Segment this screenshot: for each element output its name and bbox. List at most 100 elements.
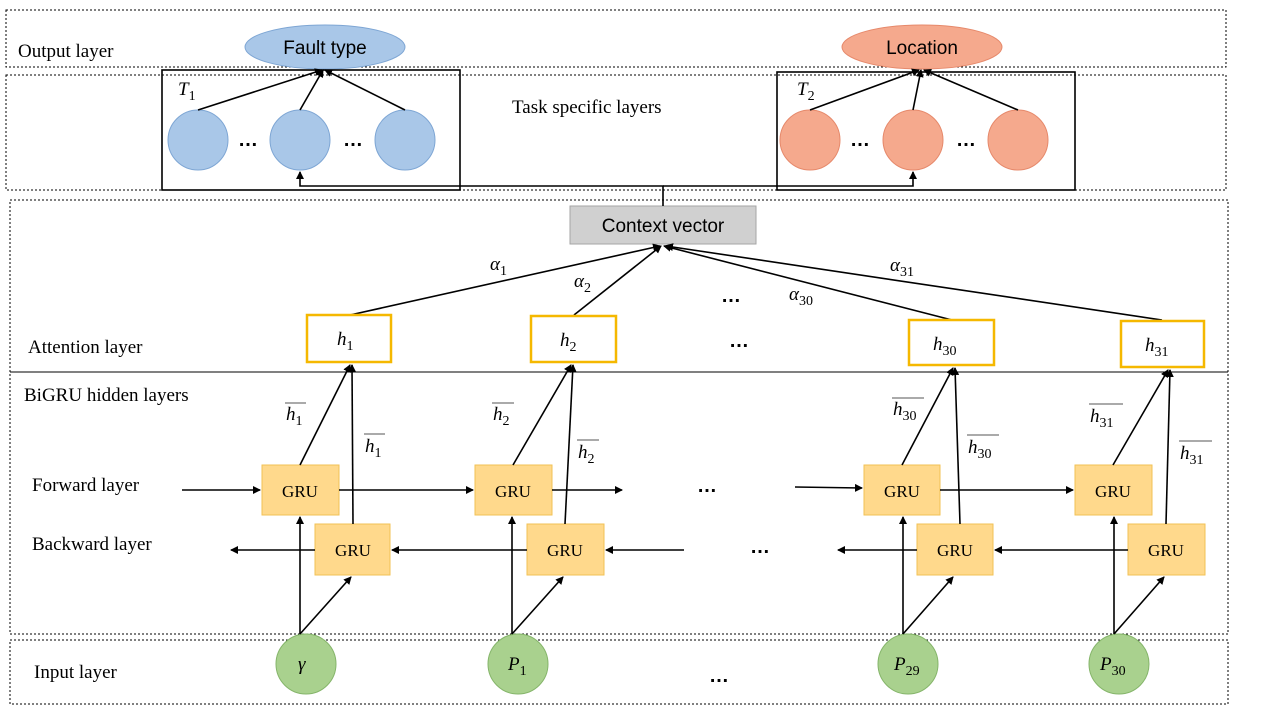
task1-ellipsis-1: …: [238, 129, 258, 151]
forward-gru-31-label: GRU: [1095, 482, 1131, 501]
hidden-ellipsis: …: [729, 330, 749, 352]
task2-ellipsis-1: …: [850, 129, 870, 151]
input-layer-frame: [9, 639, 1229, 705]
forward-gru-1-label: GRU: [282, 482, 318, 501]
input-label-p1: P1: [507, 654, 527, 679]
task1-node-3: [374, 109, 436, 171]
forward-gru-2-label: GRU: [495, 482, 531, 501]
backward-state-1: h1: [365, 436, 382, 461]
forward-ellipsis: …: [697, 475, 717, 497]
task2-edge-3: [923, 69, 1019, 111]
input-node-p30: [1088, 633, 1150, 695]
input-label-p29: P29: [893, 654, 920, 679]
input31-to-bwd: [1113, 576, 1165, 635]
forward-gru-30-label: GRU: [884, 482, 920, 501]
backward-ellipsis: …: [750, 536, 770, 558]
forward-gru-31: [1074, 464, 1153, 516]
context-to-task1: [296, 171, 664, 206]
task1-node-2: [269, 109, 331, 171]
input-node-p29: [877, 633, 939, 695]
backward-gru-31-label: GRU: [1148, 541, 1184, 560]
fwd-to-h2: [512, 364, 572, 466]
input30-to-bwd: [902, 576, 954, 635]
forward-gru-1: [261, 464, 340, 516]
input-node-p1: [487, 633, 549, 695]
bwd-to-h2: [564, 364, 577, 525]
attention-edge-30: [663, 243, 953, 321]
alpha-2: α2: [574, 271, 591, 296]
backward-state-31: h31: [1180, 443, 1204, 468]
location-label: Location: [886, 38, 958, 59]
input1-to-bwd: [299, 576, 352, 635]
attention-edge-31: [665, 243, 1163, 321]
task1-edge-2: [299, 69, 324, 111]
hidden-state-2: h2: [560, 330, 577, 355]
bigru-layer-frame: [9, 371, 1229, 635]
input-label-p30: P30: [1099, 654, 1126, 679]
hidden-state-box-1: [305, 313, 393, 364]
backward-state-30: h30: [968, 437, 992, 462]
forward-arrow-in-30: [794, 483, 863, 492]
task-layer-frame: [5, 74, 1227, 191]
forward-layer-label: Forward layer: [32, 475, 140, 496]
attention-edge-1: [349, 243, 661, 316]
backward-gru-2-label: GRU: [547, 541, 583, 560]
input-ellipsis: …: [709, 665, 729, 687]
attention-layer-frame: [9, 199, 1229, 373]
forward-state-31: h31: [1090, 406, 1114, 431]
backward-gru-2: [526, 523, 605, 576]
context-vector-box: [569, 205, 757, 245]
alpha-30: α30: [789, 284, 813, 309]
backward-state-2: h2: [578, 442, 595, 467]
task2-node-1: [779, 109, 841, 171]
task-layer-label: Task specific layers: [512, 97, 662, 118]
output-layer-label: Output layer: [18, 41, 114, 62]
task2-ellipsis-2: …: [956, 129, 976, 151]
hidden-state-30: h30: [933, 334, 957, 359]
bwd-to-h30: [951, 367, 961, 525]
backward-gru-30-label: GRU: [937, 541, 973, 560]
backward-gru-31: [1127, 523, 1206, 576]
fault-type-label: Fault type: [283, 38, 366, 59]
task1-edge-3: [324, 69, 406, 111]
input-node-gamma: [275, 633, 337, 695]
task1-label: T1: [178, 79, 196, 104]
attention-ellipsis: …: [721, 285, 741, 307]
backward-layer-label: Backward layer: [32, 534, 152, 555]
task1-box: [161, 69, 461, 191]
attention-layer-label: Attention layer: [28, 337, 143, 358]
forward-state-2: h2: [493, 404, 510, 429]
hidden-state-box-31: [1119, 319, 1206, 369]
fwd-to-h1: [299, 364, 351, 466]
task2-label: T2: [797, 79, 815, 104]
task2-edge-1: [809, 68, 920, 111]
input-label-gamma: γ: [298, 654, 306, 675]
task2-edge-2: [912, 69, 924, 111]
bigru-layer-label: BiGRU hidden layers: [24, 385, 189, 406]
attention-edge-2: [573, 245, 662, 316]
forward-gru-2: [474, 464, 553, 516]
task2-node-2: [882, 109, 944, 171]
forward-state-30: h30: [893, 399, 917, 424]
backward-gru-1: [314, 523, 391, 576]
bwd-to-h31: [1165, 369, 1174, 525]
input2-to-bwd: [511, 576, 564, 635]
output-layer-frame: [5, 9, 1227, 68]
task1-ellipsis-2: …: [343, 129, 363, 151]
input-layer-label: Input layer: [34, 662, 118, 683]
hidden-state-box-30: [907, 318, 996, 367]
alpha-31: α31: [890, 255, 914, 280]
hidden-state-31: h31: [1145, 335, 1169, 360]
task2-node-3: [987, 109, 1049, 171]
context-to-task2: [663, 171, 917, 187]
task1-node-1: [167, 109, 229, 171]
alpha-1: α1: [490, 254, 507, 279]
context-vector-label: Context vector: [602, 216, 725, 237]
backward-gru-1-label: GRU: [335, 541, 371, 560]
forward-state-1: h1: [286, 404, 303, 429]
fault-type-output: [244, 24, 406, 70]
fwd-to-h31: [1112, 369, 1169, 466]
backward-gru-30: [916, 523, 994, 576]
fwd-to-h30: [901, 367, 954, 466]
